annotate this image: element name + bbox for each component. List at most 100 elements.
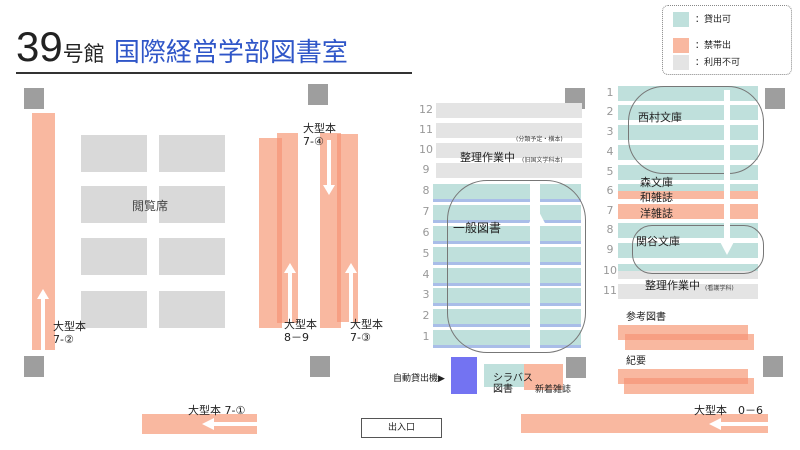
shelf-number: 5 xyxy=(606,165,614,178)
arrow-up-icon xyxy=(288,272,292,325)
processing-label-center: 整理作業中 xyxy=(460,151,515,164)
arrow-up-icon xyxy=(41,298,45,350)
processing-note-center: (旧国文学科本) xyxy=(522,157,563,164)
reading-table xyxy=(81,238,147,275)
label-line: 8－9 xyxy=(284,331,309,344)
shelf-number: 7 xyxy=(422,205,430,218)
shelf-row-lendable xyxy=(540,268,581,286)
label-line: 7-③ xyxy=(350,331,371,344)
shelf-row-lendable xyxy=(540,288,581,306)
arrow-up-icon xyxy=(528,208,546,225)
shelf-row-lendable xyxy=(540,226,581,244)
self-checkout-machine[interactable] xyxy=(451,357,477,394)
shelf-row-reference-only xyxy=(618,204,758,219)
sekiya-collection-zone xyxy=(632,225,764,274)
shelf-row-unavailable xyxy=(436,143,582,158)
label-large-books-0-6: 大型本 0－6 xyxy=(694,404,763,417)
shelf-large-books-8-9 xyxy=(259,138,282,328)
shelf-row-lendable xyxy=(433,268,530,286)
syllabus-books-label: シラバス図書 xyxy=(493,373,533,395)
arrow-left-icon xyxy=(720,422,768,426)
foreign-magazines-label: 洋雑誌 xyxy=(640,207,673,220)
label-line: 7-④ xyxy=(303,135,324,148)
shelf-number: 4 xyxy=(606,145,614,158)
bulletins-label: 紀要 xyxy=(626,356,646,367)
shelf-row-lendable xyxy=(618,184,758,191)
shelf-number: 10 xyxy=(603,264,617,277)
reading-table xyxy=(159,238,225,275)
reading-table xyxy=(81,291,147,328)
shelf-row-lendable xyxy=(433,226,530,244)
pillar xyxy=(566,357,586,378)
shelf-row-unavailable xyxy=(618,284,758,299)
label-large-books-7-1: 大型本 7-① xyxy=(188,404,246,417)
shelf-syllabus-books xyxy=(484,364,525,387)
shelf-number: 8 xyxy=(422,184,430,197)
label-line: 大型本 xyxy=(350,318,383,331)
reading-table xyxy=(81,186,147,223)
arrow-up-icon xyxy=(345,263,357,273)
shelf-number: 11 xyxy=(603,284,617,297)
legend-swatch-unavailable xyxy=(673,55,689,70)
arrow-up-icon xyxy=(284,263,296,273)
arrow-left-icon xyxy=(202,418,214,430)
pillar xyxy=(763,356,783,377)
reading-area-label: 閲覧席 xyxy=(132,199,169,213)
label-line: 大型本 xyxy=(284,318,317,331)
shelf-number: 7 xyxy=(606,204,614,217)
shelf-number: 9 xyxy=(422,163,430,176)
arrow-up-icon xyxy=(37,289,49,299)
pillar xyxy=(24,356,44,377)
pillar xyxy=(310,356,330,377)
label-line: 図書 xyxy=(493,384,513,395)
arrow-up-icon xyxy=(534,224,540,342)
shelf-overlap xyxy=(337,134,341,322)
legend-label-reference-only: ：禁帯出 xyxy=(695,41,732,51)
new-magazines-label: 新着雑誌 xyxy=(535,385,572,395)
arrow-down-icon xyxy=(323,185,335,195)
map-title: 39号館 国際経営学部図書室 xyxy=(16,24,412,74)
entrance[interactable]: 出入口 xyxy=(361,418,442,438)
pillar xyxy=(308,84,328,105)
arrow-left-icon xyxy=(212,422,257,426)
shelf-large-books-7-1 xyxy=(142,414,257,434)
nishimura-collection-label: 西村文庫 xyxy=(638,111,682,124)
arrow-left-icon xyxy=(709,418,721,430)
shelf-number: 2 xyxy=(422,309,430,322)
shelf-number: 9 xyxy=(606,243,614,256)
shelf-number: 8 xyxy=(606,223,614,236)
mori-collection-label: 森文庫 xyxy=(640,176,673,189)
arrow-down-icon xyxy=(718,238,736,255)
shelf-row-reference-only xyxy=(618,191,758,199)
shelf-number: 2 xyxy=(606,105,614,118)
shelf-number: 6 xyxy=(606,184,614,197)
arrow-down-icon xyxy=(724,90,730,240)
shelf-number: 11 xyxy=(419,123,433,136)
shelf-row-lendable xyxy=(618,264,758,271)
reading-table xyxy=(159,186,225,223)
shelf-row-unavailable xyxy=(436,163,582,178)
self-checkout-label: 自動貸出機▶ xyxy=(393,374,445,384)
shelf-row-lendable xyxy=(540,247,581,265)
shelf-row-lendable xyxy=(618,223,758,238)
nishimura-collection-zone xyxy=(628,86,764,174)
shelf-row-lendable xyxy=(433,288,530,306)
general-books-label: 一般図書 xyxy=(453,221,502,235)
label-line: 大型本 xyxy=(303,122,336,135)
title-building-suffix: 号館 xyxy=(62,42,105,66)
label-line: 大型本 xyxy=(53,320,86,333)
shelf-row-unavailable xyxy=(618,271,758,279)
planned-note-center: (分類予定・横本) xyxy=(516,136,563,143)
shelf-overlap xyxy=(625,334,748,340)
shelf-large-books-0-6 xyxy=(521,414,768,433)
title-library-name: 国際経営学部図書室 xyxy=(113,38,348,68)
shelf-number: 3 xyxy=(422,288,430,301)
label-line: シラバス xyxy=(493,373,533,384)
legend-swatch-lendable xyxy=(673,12,689,27)
shelf-number: 10 xyxy=(419,143,433,156)
